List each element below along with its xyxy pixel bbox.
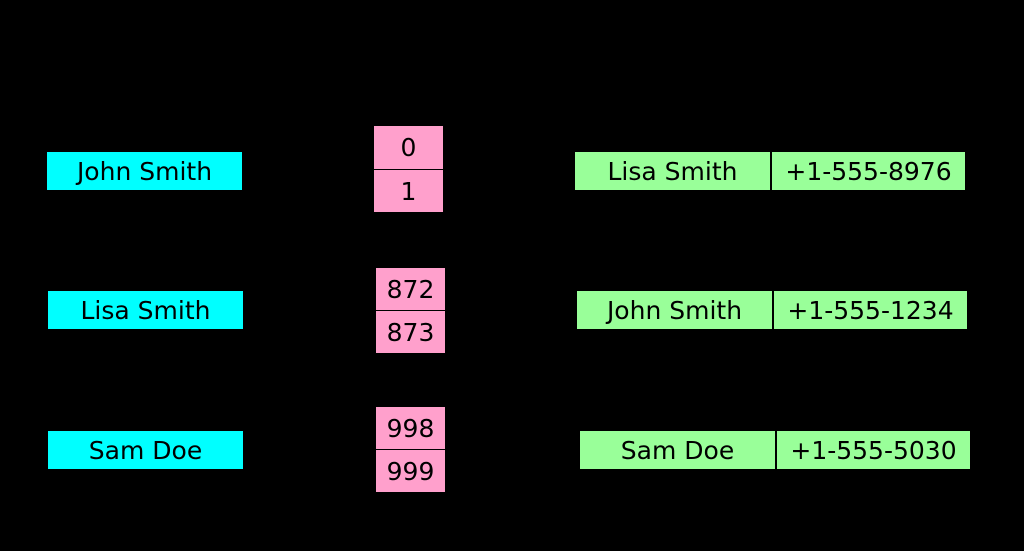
record-name-label: John Smith <box>606 295 743 325</box>
key-label: Sam Doe <box>88 435 203 465</box>
bucket-cell-lower[interactable]: 999 <box>376 449 445 492</box>
record-name-cell[interactable]: John Smith <box>577 291 772 329</box>
bucket-cell-upper[interactable]: 0 <box>374 126 443 169</box>
bucket-index-label: 0 <box>400 133 417 162</box>
record-box-row-2: John Smith +1-555-1234 <box>577 291 967 329</box>
record-box-row-1: Lisa Smith +1-555-8976 <box>575 152 965 190</box>
bucket-index-label: 872 <box>386 274 435 304</box>
record-name-cell[interactable]: Sam Doe <box>580 431 775 469</box>
bucket-group-row-1: 0 1 <box>374 126 443 212</box>
key-box-row-3[interactable]: Sam Doe <box>48 431 243 469</box>
key-box-row-2[interactable]: Lisa Smith <box>48 291 243 329</box>
record-phone-label: +1-555-1234 <box>787 295 954 325</box>
bucket-index-label: 873 <box>386 317 435 347</box>
bucket-index-label: 998 <box>386 413 435 443</box>
record-name-cell[interactable]: Lisa Smith <box>575 152 770 190</box>
record-box-row-3: Sam Doe +1-555-5030 <box>580 431 970 469</box>
bucket-group-row-2: 872 873 <box>376 268 445 353</box>
key-box-row-1[interactable]: John Smith <box>47 152 242 190</box>
record-phone-cell[interactable]: +1-555-1234 <box>772 291 967 329</box>
bucket-index-label: 1 <box>400 176 417 206</box>
bucket-cell-upper[interactable]: 872 <box>376 268 445 310</box>
key-label: John Smith <box>76 156 213 186</box>
bucket-group-row-3: 998 999 <box>376 407 445 492</box>
record-phone-label: +1-555-5030 <box>790 435 957 465</box>
record-name-label: Sam Doe <box>620 435 735 465</box>
record-name-label: Lisa Smith <box>607 156 738 186</box>
bucket-cell-lower[interactable]: 873 <box>376 310 445 353</box>
record-phone-label: +1-555-8976 <box>785 156 952 186</box>
key-label: Lisa Smith <box>80 295 211 325</box>
record-phone-cell[interactable]: +1-555-8976 <box>770 152 965 190</box>
bucket-cell-upper[interactable]: 998 <box>376 407 445 449</box>
bucket-cell-lower[interactable]: 1 <box>374 169 443 212</box>
bucket-index-label: 999 <box>386 456 435 486</box>
record-phone-cell[interactable]: +1-555-5030 <box>775 431 970 469</box>
